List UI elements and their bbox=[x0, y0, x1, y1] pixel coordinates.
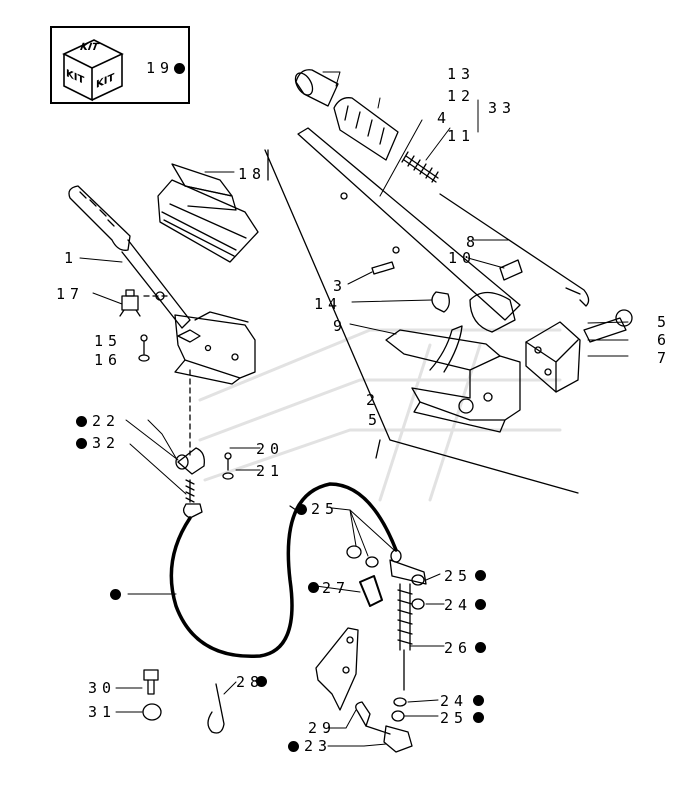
label-28: 28 bbox=[236, 673, 265, 691]
cable-end-26 bbox=[389, 549, 427, 691]
dot-24-bottom bbox=[473, 695, 484, 706]
spring-11 bbox=[401, 151, 439, 183]
label-7: 7 bbox=[657, 349, 672, 367]
bolt-30 bbox=[143, 669, 159, 695]
assembly-line bbox=[264, 149, 579, 494]
bushing-25-right bbox=[411, 574, 425, 586]
label-5-mid: 5 bbox=[368, 411, 383, 429]
block-7 bbox=[525, 321, 581, 393]
bushing-25 bbox=[346, 545, 379, 568]
cable-28 bbox=[169, 482, 398, 658]
dot-25-right bbox=[475, 570, 486, 581]
dot-28 bbox=[256, 676, 267, 687]
assembly-line bbox=[375, 439, 381, 459]
kit-box: KIT KIT KIT 19 bbox=[50, 26, 190, 104]
dot-32 bbox=[76, 438, 87, 449]
label-3: 3 bbox=[333, 277, 348, 295]
label-5-top: 5 bbox=[657, 313, 672, 331]
washer-24 bbox=[411, 598, 425, 610]
label-9: 9 bbox=[333, 317, 348, 335]
fork-23 bbox=[355, 701, 413, 753]
label-16: 16 bbox=[94, 351, 123, 369]
dot-23 bbox=[288, 741, 299, 752]
label-10: 10 bbox=[448, 249, 477, 267]
label-8: 8 bbox=[466, 233, 481, 251]
label-18: 18 bbox=[238, 165, 267, 183]
label-25-bottom: 25 bbox=[440, 709, 469, 727]
dot-26 bbox=[475, 642, 486, 653]
clip-14 bbox=[431, 291, 450, 313]
label-25-left: 25 bbox=[311, 500, 340, 518]
brake-switch bbox=[119, 289, 141, 317]
label-24-bottom: 24 bbox=[440, 692, 469, 710]
dot-25-bottom bbox=[473, 712, 484, 723]
dot-25 bbox=[296, 504, 307, 515]
dot-22 bbox=[76, 416, 87, 427]
dot-28-cable bbox=[110, 589, 121, 600]
label-33: 33 bbox=[488, 99, 517, 117]
grip-12 bbox=[333, 97, 399, 161]
label-27: 27 bbox=[322, 579, 351, 597]
label-29: 29 bbox=[308, 719, 337, 737]
bolt-20 bbox=[222, 452, 234, 480]
clip-28 bbox=[207, 683, 225, 734]
bushing-25-lower bbox=[391, 710, 405, 722]
label-26: 26 bbox=[444, 639, 473, 657]
dot-24-top bbox=[475, 599, 486, 610]
label-12: 12 bbox=[447, 87, 476, 105]
label-32: 32 bbox=[92, 434, 121, 452]
hand-brake-lever bbox=[68, 185, 256, 385]
label-11: 11 bbox=[447, 127, 476, 145]
boot-27 bbox=[359, 575, 383, 607]
nut-31 bbox=[142, 703, 162, 721]
bracket-29 bbox=[315, 627, 359, 711]
kit-ref-label: 19 bbox=[146, 59, 175, 77]
label-14: 14 bbox=[314, 295, 343, 313]
pin-8 bbox=[499, 259, 523, 281]
kit-dot bbox=[174, 63, 185, 74]
label-30: 30 bbox=[88, 679, 117, 697]
rod-10 bbox=[439, 193, 590, 307]
label-2: 2 bbox=[366, 391, 381, 409]
leader-lines bbox=[79, 71, 629, 747]
label-31: 31 bbox=[88, 703, 117, 721]
cable-end-32 bbox=[182, 479, 203, 519]
label-15: 15 bbox=[94, 332, 123, 350]
pin-3 bbox=[371, 261, 395, 275]
dot-27 bbox=[308, 582, 319, 593]
label-4: 4 bbox=[437, 109, 452, 127]
label-20: 20 bbox=[256, 440, 285, 458]
label-22: 22 bbox=[92, 412, 121, 430]
label-23: 23 bbox=[304, 737, 333, 755]
label-21: 21 bbox=[256, 462, 285, 480]
label-24-top: 24 bbox=[444, 596, 473, 614]
grip-13 bbox=[294, 69, 339, 107]
lever-4 bbox=[297, 127, 521, 333]
bolt-15 bbox=[138, 334, 150, 362]
bracket-9 bbox=[385, 325, 521, 433]
label-13: 13 bbox=[447, 65, 476, 83]
label-25-right: 25 bbox=[444, 567, 473, 585]
fork-22 bbox=[175, 447, 205, 475]
label-1: 1 bbox=[64, 249, 79, 267]
label-6: 6 bbox=[657, 331, 672, 349]
washer-24-lower bbox=[393, 697, 407, 707]
lever-boot bbox=[157, 163, 259, 263]
pin-6 bbox=[583, 309, 633, 343]
label-17: 17 bbox=[56, 285, 85, 303]
